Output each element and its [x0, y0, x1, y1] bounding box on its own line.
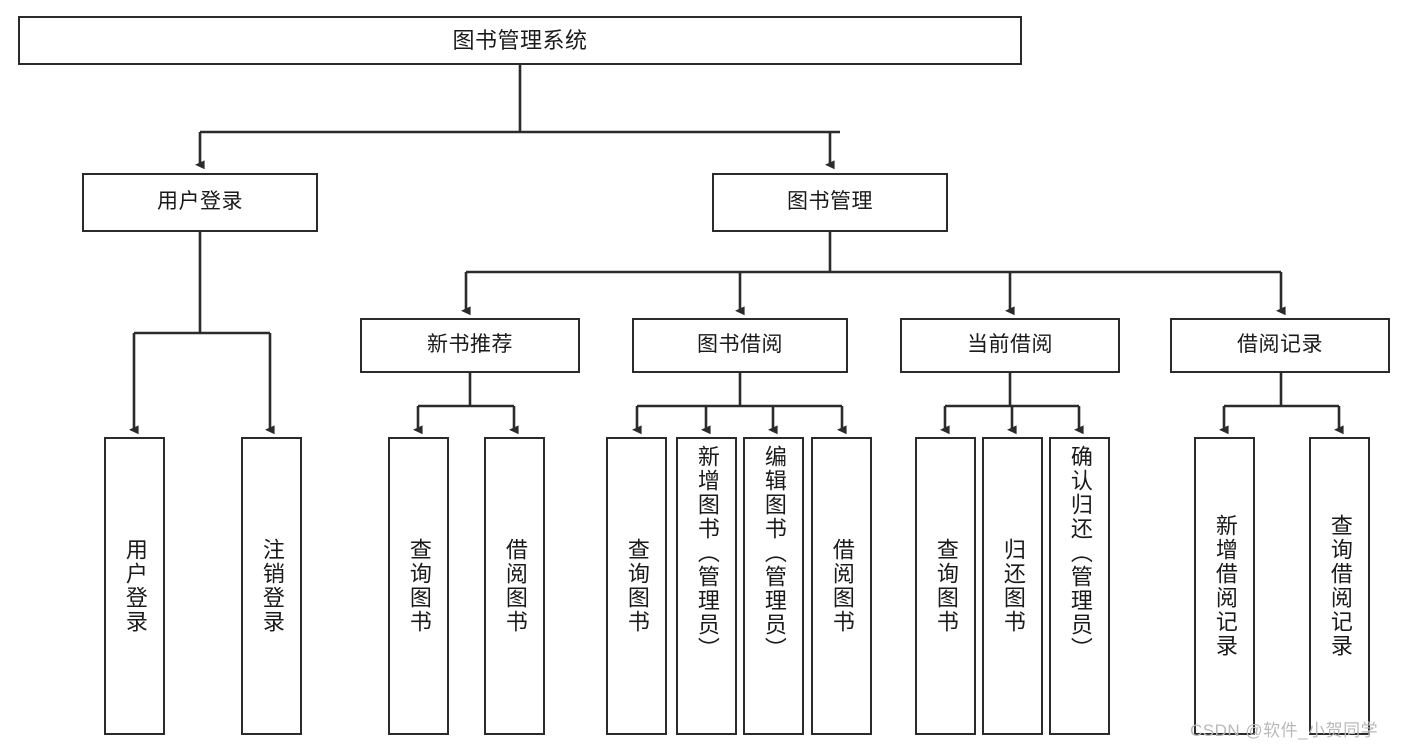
leaf-query-borrow-record[interactable]: 查询借阅记录: [1309, 437, 1370, 735]
node-book-management[interactable]: 图书管理: [712, 173, 948, 232]
node-label: 用户登录: [157, 190, 243, 214]
node-label: 查询图书: [624, 538, 650, 634]
node-book-borrow[interactable]: 图书借阅: [632, 318, 848, 373]
leaf-return-book[interactable]: 归还图书: [982, 437, 1043, 735]
leaf-query-book-borrow[interactable]: 查询图书: [606, 437, 667, 735]
leaf-borrow-book[interactable]: 借阅图书: [811, 437, 872, 735]
node-label: 确认归还（管理员）: [1067, 445, 1093, 661]
leaf-user-logout[interactable]: 注销登录: [241, 437, 302, 735]
node-label: 查询图书: [406, 538, 432, 634]
node-label: 图书管理: [787, 190, 873, 214]
leaf-query-book-rec[interactable]: 查询图书: [388, 437, 449, 735]
node-user-login[interactable]: 用户登录: [82, 173, 318, 232]
leaf-query-book-current[interactable]: 查询图书: [915, 437, 976, 735]
node-new-book-recommend[interactable]: 新书推荐: [360, 318, 580, 373]
node-label: 新增借阅记录: [1212, 514, 1238, 658]
node-label: 查询图书: [933, 538, 959, 634]
node-label: 借阅图书: [829, 538, 855, 634]
leaf-add-book-admin[interactable]: 新增图书（管理员）: [676, 437, 737, 735]
node-label: 注销登录: [259, 538, 285, 634]
node-label: 编辑图书（管理员）: [761, 445, 787, 661]
node-root-system[interactable]: 图书管理系统: [18, 16, 1022, 65]
node-current-borrow[interactable]: 当前借阅: [900, 318, 1120, 373]
node-label: 新书推荐: [427, 333, 513, 357]
leaf-user-login[interactable]: 用户登录: [104, 437, 165, 735]
node-borrow-records[interactable]: 借阅记录: [1170, 318, 1390, 373]
leaf-borrow-book-rec[interactable]: 借阅图书: [484, 437, 545, 735]
node-label: 借阅图书: [502, 538, 528, 634]
node-label: 图书借阅: [697, 333, 783, 357]
node-label: 查询借阅记录: [1327, 514, 1353, 658]
node-label: 借阅记录: [1237, 333, 1323, 357]
leaf-edit-book-admin[interactable]: 编辑图书（管理员）: [743, 437, 804, 735]
leaf-confirm-return-admin[interactable]: 确认归还（管理员）: [1049, 437, 1110, 735]
node-label: 归还图书: [1000, 538, 1026, 634]
node-label: 图书管理系统: [452, 27, 588, 53]
leaf-add-borrow-record[interactable]: 新增借阅记录: [1194, 437, 1255, 735]
node-label: 当前借阅: [967, 333, 1053, 357]
node-label: 新增图书（管理员）: [694, 445, 720, 661]
node-label: 用户登录: [122, 538, 148, 634]
csdn-watermark: CSDN @软件_小贺同学: [1190, 721, 1379, 740]
